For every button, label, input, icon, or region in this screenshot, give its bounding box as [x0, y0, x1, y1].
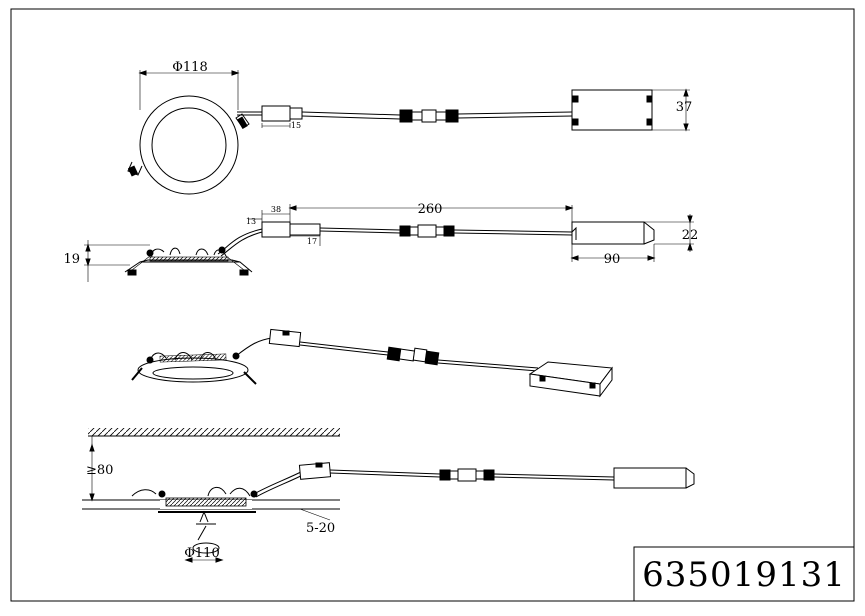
- installation-view: ≥80 5-20: [82, 428, 695, 563]
- inline-plug-side: [399, 224, 455, 238]
- dim-connector-height: 13: [246, 217, 256, 226]
- lamp-side: [124, 246, 253, 276]
- dim-connector-small: 17: [307, 237, 317, 246]
- title-block: 635019131: [633, 546, 855, 602]
- top-view: Φ118 15: [127, 60, 693, 195]
- dim-driver-length: 90: [604, 252, 621, 267]
- dim-cutout-diameter: Φ110: [184, 546, 219, 561]
- inline-plug-top: [399, 109, 459, 123]
- cutout-tool: [184, 510, 224, 563]
- dim-min-depth: ≥80: [86, 463, 113, 478]
- dim-diameter: Φ118: [172, 60, 207, 75]
- dim-cable-small: 15: [291, 121, 301, 130]
- part-number: 635019131: [642, 555, 846, 595]
- dim-connector-offset: 38: [271, 205, 281, 214]
- dim-lamp-height: 19: [63, 252, 80, 267]
- inline-plug-perspective: [386, 346, 440, 366]
- perspective-view: [131, 328, 613, 398]
- dim-driver-height: 37: [676, 100, 693, 115]
- inline-plug-install: [439, 468, 495, 482]
- dim-ceiling-thickness: 5-20: [306, 521, 335, 536]
- drawing-frame: [10, 8, 855, 602]
- side-view: 260 38 13 17: [63, 202, 698, 282]
- dim-driver-side-height: 22: [682, 228, 699, 243]
- dim-cable-length: 260: [418, 202, 443, 217]
